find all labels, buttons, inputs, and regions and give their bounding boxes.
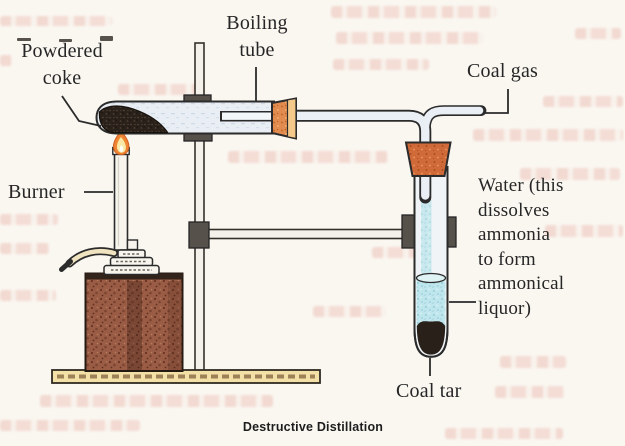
label-burner: Burner: [8, 181, 65, 203]
scan-artifact: [17, 38, 31, 41]
pointer-powdered-coke: [61, 95, 102, 127]
water-meniscus: [415, 272, 447, 284]
pointer-coal-gas: [485, 89, 509, 114]
clamp-boss: [188, 221, 210, 249]
test-tube-assembly: [413, 166, 449, 358]
label-powdered-coke: Powdered coke: [21, 40, 103, 89]
test-tube-clamp-left-jaw: [401, 214, 416, 249]
burner-barrel: [113, 152, 129, 251]
label-boiling-tube: Boiling tube: [226, 12, 288, 61]
support-brick: [84, 272, 184, 372]
bunsen-burner: [59, 146, 160, 276]
powdered-coke-heap: [98, 105, 169, 134]
flame-inner: [116, 137, 126, 153]
label-water-note: Water (this dissolves ammonia to form am…: [478, 175, 565, 319]
label-coal-gas: Coal gas: [467, 60, 539, 82]
clamp-arm-rod: [204, 228, 404, 240]
boiling-tube-assembly: [95, 100, 298, 135]
scan-artifact: [59, 39, 72, 42]
condensate-stream: [421, 200, 432, 278]
flame-icon: [113, 131, 130, 156]
stand-rod: [194, 42, 205, 372]
retort-stand: [51, 42, 457, 384]
label-coal-tar: Coal tar: [396, 380, 462, 402]
delivery-tube-down: [283, 109, 432, 204]
stand-base: [51, 369, 321, 384]
coal-tar-deposit: [416, 321, 446, 355]
pointer-lines: [61, 67, 509, 376]
scan-artifact: [100, 36, 113, 41]
burner-gas-valve: [126, 239, 139, 251]
delivery-tube: [283, 105, 487, 204]
test-tube-stopper: [404, 141, 452, 177]
figure-caption: Destructive Distillation: [242, 420, 384, 434]
gas-nozzle-tip: [59, 259, 73, 272]
boiling-tube-cork-highlight: [286, 97, 297, 140]
